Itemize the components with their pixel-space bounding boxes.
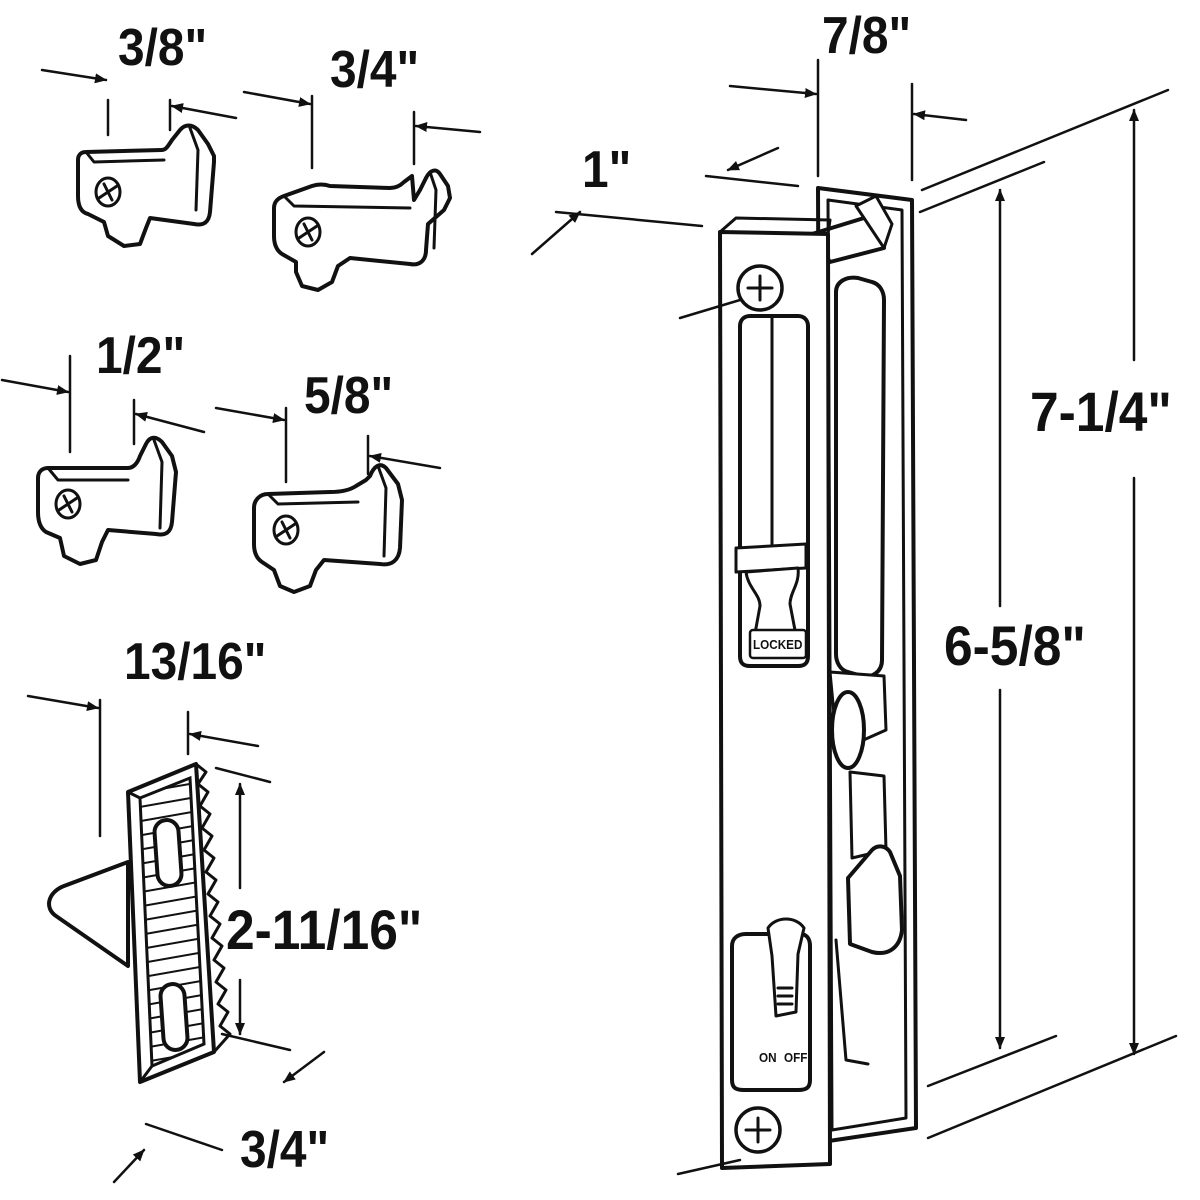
keeper-c-dimension-label: 1/2" (96, 327, 186, 385)
dimension-lines-keeper-b (242, 90, 482, 170)
strike-height-label: 2-11/16" (226, 898, 423, 961)
strike-width-label: 13/16" (124, 633, 267, 691)
faceplate-width-label: 1" (582, 141, 632, 199)
strike-drawing (47, 762, 232, 1084)
keeper-b-dimension-label: 3/4" (330, 41, 420, 99)
locked-marking: LOCKED (753, 637, 803, 652)
keeper-b-drawing (272, 168, 452, 292)
keeper-d-drawing (252, 463, 404, 594)
on-marking: ON (759, 1050, 777, 1065)
body-width-label: 7/8" (822, 7, 912, 65)
keeper-a-dimension-label: 3/8" (118, 19, 208, 77)
dimension-lines-keeper-a (40, 68, 238, 137)
dimension-lines-body (728, 58, 968, 182)
dimension-lines-strike-height (214, 766, 292, 1052)
keeper-d-dimension-label: 5/8" (304, 367, 394, 425)
off-marking: OFF (784, 1050, 808, 1065)
overall-height-label: 7-1/4" (1030, 380, 1172, 443)
dimension-lines-strike-depth (112, 1050, 326, 1184)
dimension-lines-faceplate (530, 146, 800, 256)
dimension-lines-hole-spacing (918, 160, 1058, 1088)
hole-spacing-label: 6-5/8" (944, 614, 1086, 677)
strike-depth-label: 3/4" (240, 1121, 330, 1179)
dimension-lines-keeper-c (0, 354, 206, 454)
keeper-c-drawing (36, 435, 178, 566)
dimension-lines-overall-height (920, 88, 1178, 1140)
keeper-a-drawing (76, 123, 216, 248)
dimension-lines-strike-width (26, 694, 260, 838)
dimension-lines-keeper-d (214, 406, 442, 484)
latch-drawing (676, 186, 918, 1176)
